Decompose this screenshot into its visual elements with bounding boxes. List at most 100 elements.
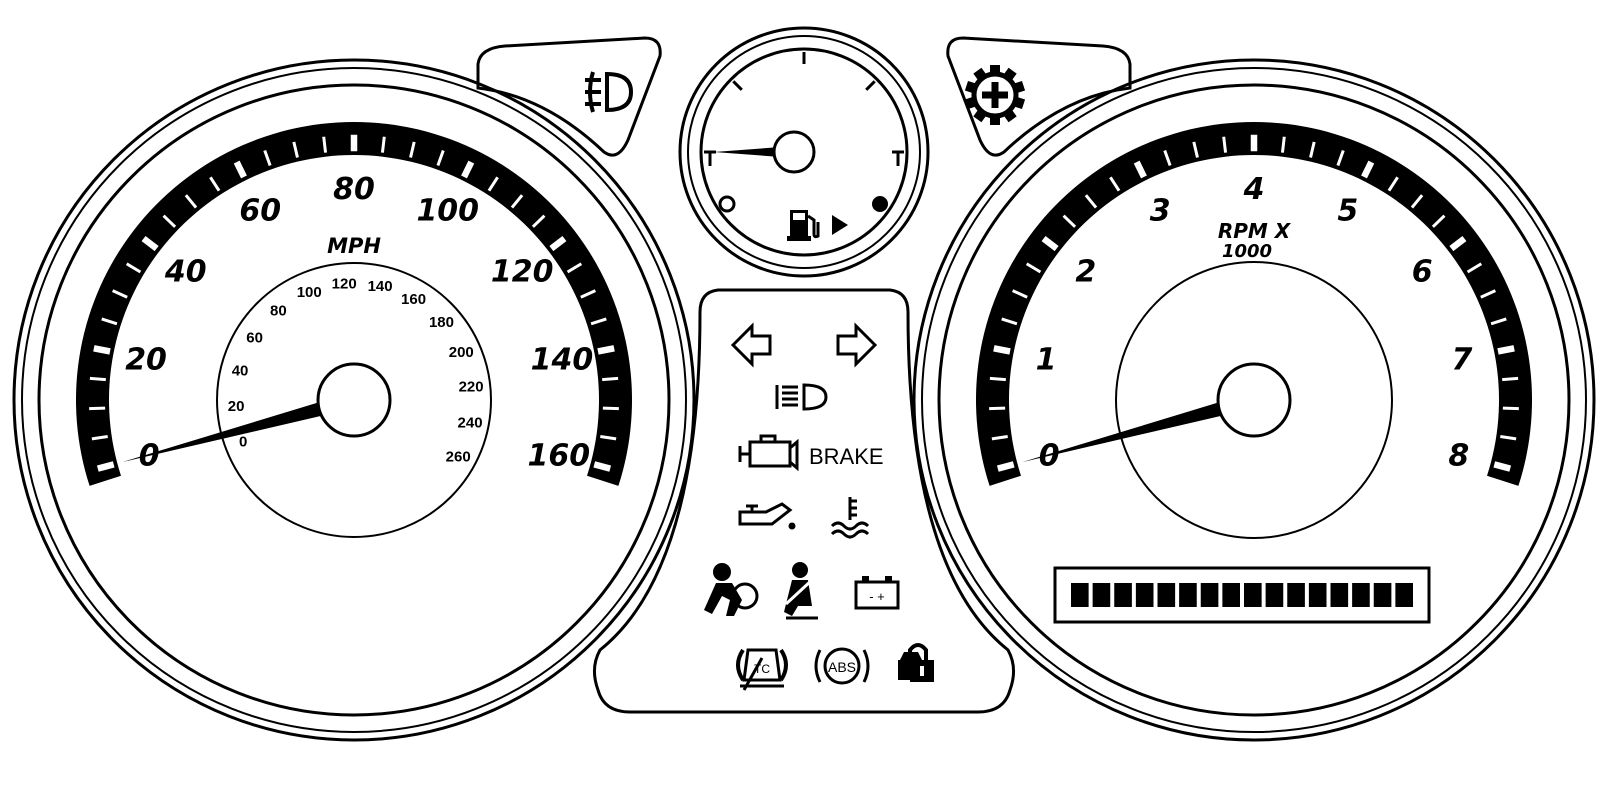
odometer-segment: [1179, 583, 1197, 607]
major-tick: [995, 459, 1017, 474]
kmh-label: 180: [429, 314, 454, 331]
scale-label: 120: [491, 255, 554, 290]
minor-tick: [409, 141, 416, 158]
major-tick: [1039, 233, 1061, 254]
odometer-segment: [1200, 583, 1219, 607]
major-tick: [95, 459, 117, 474]
svg-text:- +: - +: [869, 589, 885, 604]
scale-label: 8: [1448, 439, 1469, 474]
minor-tick: [162, 214, 177, 228]
check-engine-icon: [738, 434, 799, 472]
odometer-segment: [1092, 583, 1111, 607]
svg-text:ABS: ABS: [828, 659, 856, 675]
scale-label: 100: [416, 194, 479, 229]
scale-label: 5: [1337, 194, 1358, 229]
minor-tick: [602, 406, 619, 411]
minor-tick: [1222, 136, 1228, 153]
minor-tick: [322, 136, 328, 153]
seatbelt-icon: [784, 562, 818, 620]
minor-tick: [89, 406, 106, 411]
scale-label: 20: [125, 342, 167, 377]
minor-tick: [1062, 214, 1077, 228]
major-tick: [1359, 158, 1377, 181]
major-tick: [1249, 133, 1259, 153]
odometer-segment: [1308, 583, 1327, 607]
minor-tick: [566, 262, 583, 274]
scale-label: 2: [1075, 255, 1096, 290]
security-icon: [898, 643, 934, 682]
indicator-panel: [593, 288, 1015, 714]
fuel-needle-hub: [772, 130, 816, 174]
minor-tick: [112, 289, 128, 299]
fog-lamp-icon: [585, 71, 634, 113]
fuel-empty-marker: [718, 195, 736, 213]
major-tick: [595, 343, 617, 357]
minor-tick: [1410, 194, 1424, 209]
minor-tick: [590, 317, 607, 326]
minor-tick: [1280, 136, 1286, 153]
scale-label: 7: [1451, 342, 1472, 377]
service-gear-icon: [964, 65, 1026, 125]
speed-needle-hub: [316, 362, 392, 438]
minor-tick: [1502, 406, 1519, 411]
minor-tick: [292, 141, 299, 158]
minor-tick: [91, 435, 108, 441]
gear-tooth: [990, 113, 1000, 125]
fuel-gauge: [678, 26, 930, 278]
kmh-label: 0: [239, 433, 247, 450]
major-tick: [349, 133, 359, 153]
rpm-unit-label-line1: RPM X: [1218, 219, 1292, 243]
minor-tick: [487, 176, 499, 192]
minor-tick: [1336, 149, 1345, 167]
minor-tick: [602, 376, 619, 382]
odometer-segment: [1244, 583, 1262, 607]
scale-label: 40: [164, 255, 207, 290]
minor-tick: [1025, 262, 1042, 274]
minor-tick: [510, 194, 524, 209]
minor-tick: [600, 435, 617, 441]
major-tick: [991, 343, 1013, 357]
right-turn-signal-icon: [836, 322, 878, 368]
minor-tick: [580, 289, 596, 299]
minor-tick: [1500, 435, 1517, 441]
minor-tick: [101, 317, 118, 326]
kmh-label: 200: [449, 344, 474, 361]
kmh-label: 260: [446, 448, 471, 465]
odometer-segment: [1222, 583, 1240, 607]
odometer-segment: [1287, 583, 1305, 607]
minor-tick: [1480, 289, 1496, 299]
minor-tick: [184, 194, 198, 209]
minor-tick: [1192, 141, 1199, 158]
speed-scale-ticks: [89, 133, 619, 474]
service-pod: [946, 36, 1132, 157]
minor-tick: [1109, 176, 1121, 192]
odometer-segment: [1071, 583, 1089, 607]
major-tick: [1447, 233, 1469, 254]
speed-unit-label: MPH: [327, 234, 381, 258]
odometer-segment: [1135, 583, 1154, 607]
major-tick: [1491, 459, 1513, 474]
kmh-label: 40: [232, 362, 249, 379]
kmh-label: 120: [332, 275, 357, 292]
minor-tick: [1163, 149, 1172, 167]
minor-tick: [1309, 141, 1316, 158]
left-turn-signal-icon: [730, 322, 772, 368]
fuel-pump-icon: [787, 210, 820, 241]
scale-label: 60: [239, 194, 281, 229]
gear-tooth: [990, 65, 1000, 77]
scale-label: 80: [333, 172, 375, 207]
scale-label: 140: [531, 342, 594, 377]
odometer-segment: [1330, 583, 1349, 607]
minor-tick: [380, 136, 386, 153]
minor-tick: [1502, 376, 1519, 382]
major-tick: [1495, 343, 1517, 357]
brake-label: BRAKE: [809, 444, 884, 469]
rpm-scale-ticks: [989, 133, 1519, 474]
fuel-full-marker: [872, 196, 888, 212]
odometer-segment: [1352, 583, 1370, 607]
major-tick: [139, 233, 161, 254]
odometer-segment: [1395, 583, 1413, 607]
major-tick: [547, 233, 569, 254]
